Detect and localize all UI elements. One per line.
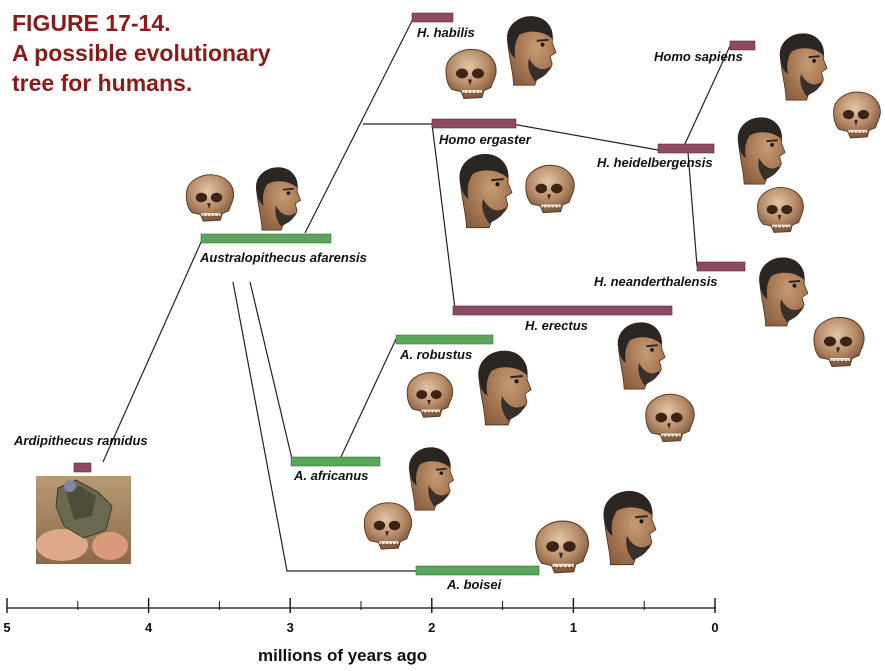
label-h-heidelbergensis: H. heidelbergensis xyxy=(597,155,713,170)
label-h-erectus: H. erectus xyxy=(525,318,588,333)
bar-erectus xyxy=(453,306,672,315)
label-h-habilis: H. habilis xyxy=(417,25,475,40)
afarensis-head xyxy=(256,168,300,231)
figure-title-line-1: FIGURE 17-14. xyxy=(12,8,271,38)
habilis-head xyxy=(507,17,556,86)
axis-tick-label: 0 xyxy=(705,620,725,635)
branch-afarensis-habilis xyxy=(305,19,413,233)
branch-africanus-robustus xyxy=(340,339,396,459)
time-axis xyxy=(7,598,716,613)
bar-habilis xyxy=(412,13,453,22)
erectus-skull xyxy=(646,394,694,441)
ergaster-skull xyxy=(526,165,574,212)
bar-robustus xyxy=(396,335,493,344)
ardipithecus-fossil-photo xyxy=(36,476,131,564)
x-axis-label: millions of years ago xyxy=(258,646,427,666)
heidelbergensis-skull xyxy=(758,187,804,232)
bar-ardipithecus xyxy=(74,463,91,472)
axis-tick-label: 3 xyxy=(280,620,300,635)
ergaster-head xyxy=(460,154,512,227)
label-australopithecus-afarensis: Australopithecus afarensis xyxy=(200,250,367,265)
branch-ergaster-heidelbergensis xyxy=(512,124,658,150)
branch-ardipithecus-afarensis xyxy=(103,240,202,462)
axis-tick-label: 2 xyxy=(422,620,442,635)
boisei-head xyxy=(604,491,656,564)
boisei-skull xyxy=(536,521,589,573)
branch-afarensis-africanus xyxy=(250,282,292,459)
axis-tick-label: 1 xyxy=(563,620,583,635)
neanderthalensis-head xyxy=(760,258,808,326)
bar-boisei xyxy=(416,566,539,575)
label-a-africanus: A. africanus xyxy=(294,468,368,483)
robustus-head xyxy=(479,351,531,425)
bar-heidelbergensis xyxy=(658,144,714,153)
figure-title-line-3: tree for humans. xyxy=(12,68,271,98)
africanus-skull xyxy=(364,503,411,549)
habilis-skull xyxy=(446,49,496,98)
bar-ergaster xyxy=(432,119,516,128)
robustus-skull xyxy=(407,373,453,418)
label-homo-sapiens: Homo sapiens xyxy=(654,49,743,64)
erectus-head xyxy=(618,323,665,389)
neanderthalensis-skull xyxy=(814,317,864,366)
sapiens-skull xyxy=(834,92,881,138)
figure-title: FIGURE 17-14. A possible evolutionary tr… xyxy=(12,8,271,98)
africanus-head xyxy=(409,448,453,511)
label-a-robustus: A. robustus xyxy=(400,347,472,362)
heidelbergensis-head xyxy=(738,118,785,184)
axis-tick-label: 5 xyxy=(0,620,17,635)
label-a-boisei: A. boisei xyxy=(447,577,501,592)
label-homo-ergaster: Homo ergaster xyxy=(439,132,531,147)
afarensis-skull xyxy=(186,175,233,221)
bar-afarensis xyxy=(201,234,331,243)
label-h-neanderthalensis: H. neanderthalensis xyxy=(594,274,718,289)
sapiens-head xyxy=(780,34,827,100)
bar-neanderthalensis xyxy=(697,262,745,271)
label-ardipithecus-ramidus: Ardipithecus ramidus xyxy=(14,433,148,448)
bar-africanus xyxy=(291,457,380,466)
figure-title-line-2: A possible evolutionary xyxy=(12,38,271,68)
branch-ergaster-erectus xyxy=(432,124,455,309)
axis-tick-label: 4 xyxy=(139,620,159,635)
